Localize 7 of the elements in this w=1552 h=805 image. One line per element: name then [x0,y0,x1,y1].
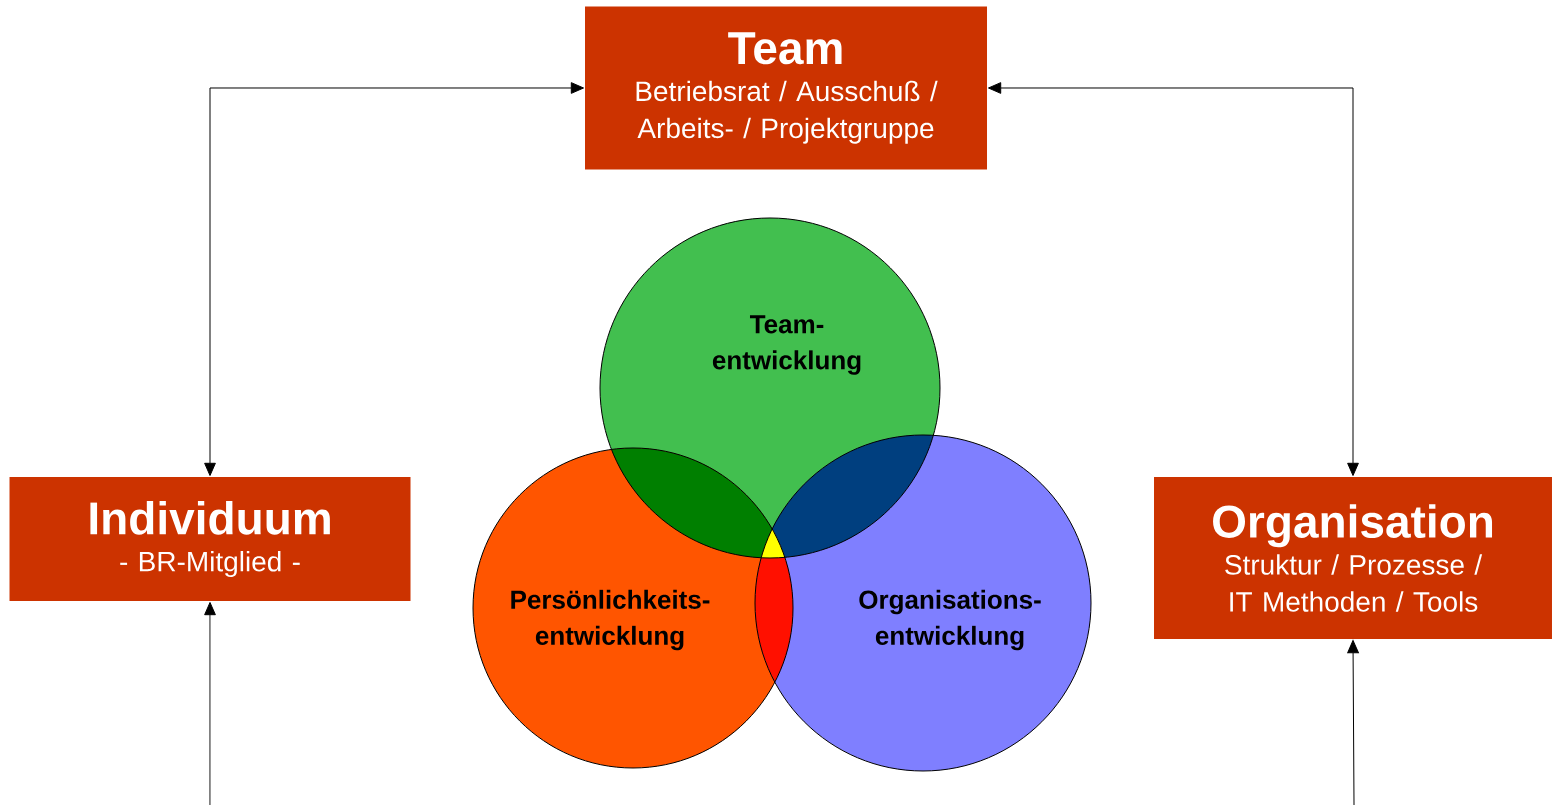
arrow [204,82,585,477]
title-box: Individuum - BR-Mitglied - [9,477,411,601]
arrow [988,82,1359,477]
arrow [1347,639,1359,805]
title-box: Team Betriebsrat / Ausschuß / Arbeits- / Projektgruppe [585,6,987,170]
title-box: Organisation Struktur / Prozesse / IT Methoden / Tools [1154,477,1552,639]
arrow [204,601,216,805]
